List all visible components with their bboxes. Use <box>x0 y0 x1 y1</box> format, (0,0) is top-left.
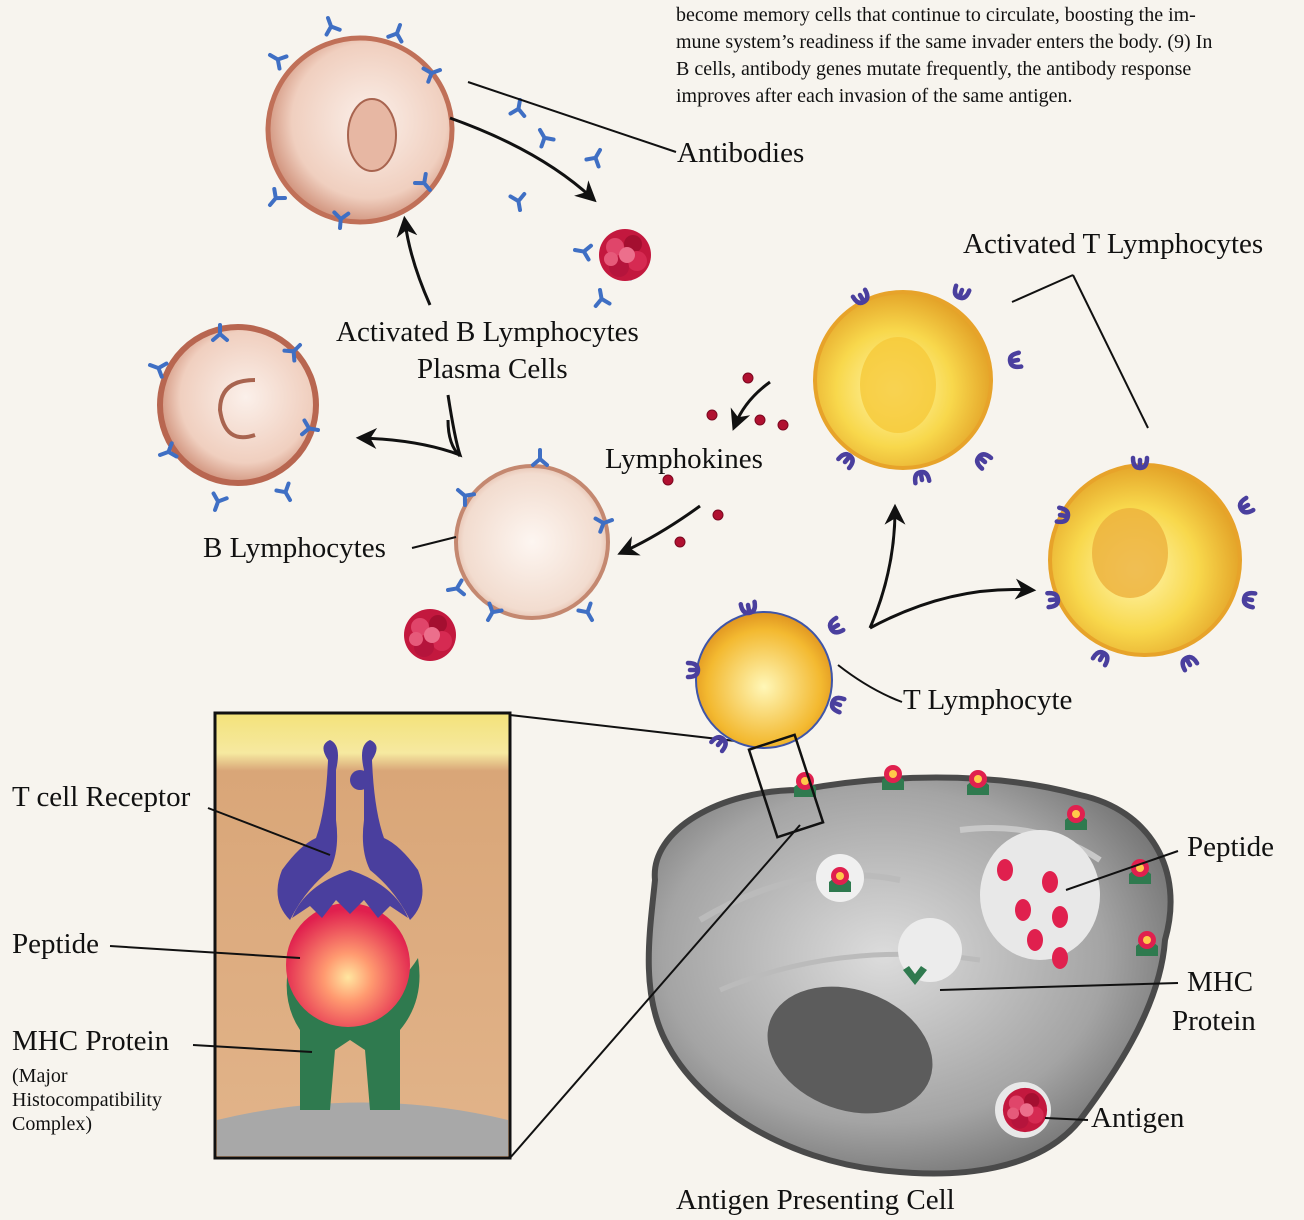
label-b-lymphocytes: B Lymphocytes <box>203 532 386 565</box>
label-lymphokines: Lymphokines <box>605 443 763 476</box>
label-peptide-inset: Peptide <box>12 928 99 961</box>
label-plasma-cells: Plasma Cells <box>417 353 568 386</box>
caption-paragraph: become memory cells that continue to cir… <box>676 2 1304 110</box>
antigen-cluster-top <box>599 229 651 281</box>
plasma-cell-top <box>268 38 452 222</box>
label-mhc-apc: MHC <box>1187 966 1253 999</box>
label-antigen-presenting-cell: Antigen Presenting Cell <box>676 1184 955 1217</box>
paragraph-line: mune system’s readiness if the same inva… <box>676 29 1304 56</box>
label-mhc-protein-inset: MHC Protein <box>12 1025 169 1058</box>
tcr-mhc-inset <box>215 713 510 1158</box>
label-activated-b-lymphocytes: Activated B Lymphocytes <box>336 316 639 349</box>
mhc-note-line: Histocompatibility <box>12 1088 162 1112</box>
paragraph-line: become memory cells that continue to cir… <box>676 2 1304 29</box>
paragraph-line: improves after each invasion of the same… <box>676 83 1304 110</box>
b-lymphocyte-cell <box>456 466 608 618</box>
label-t-lymphocyte: T Lymphocyte <box>903 684 1072 717</box>
mhc-note: (Major Histocompatibility Complex) <box>12 1064 162 1136</box>
activated-t-cell-right <box>1050 465 1240 655</box>
label-t-cell-receptor: T cell Receptor <box>12 781 190 814</box>
label-antigen: Antigen <box>1091 1102 1184 1135</box>
paragraph-line: B cells, antibody genes mutate frequentl… <box>676 56 1304 83</box>
antigen-cluster-apc <box>1003 1088 1047 1132</box>
activated-t-cell-top <box>815 292 991 468</box>
mhc-note-line: Complex) <box>12 1112 162 1136</box>
label-activated-t-lymphocytes: Activated T Lymphocytes <box>963 228 1263 261</box>
label-peptide-apc: Peptide <box>1187 831 1274 864</box>
mhc-note-line: (Major <box>12 1064 162 1088</box>
label-antibodies: Antibodies <box>677 137 804 170</box>
label-protein-apc: Protein <box>1172 1005 1256 1038</box>
t-lymphocyte-cell <box>696 612 832 748</box>
antigen-cluster-b-cell <box>404 609 456 661</box>
